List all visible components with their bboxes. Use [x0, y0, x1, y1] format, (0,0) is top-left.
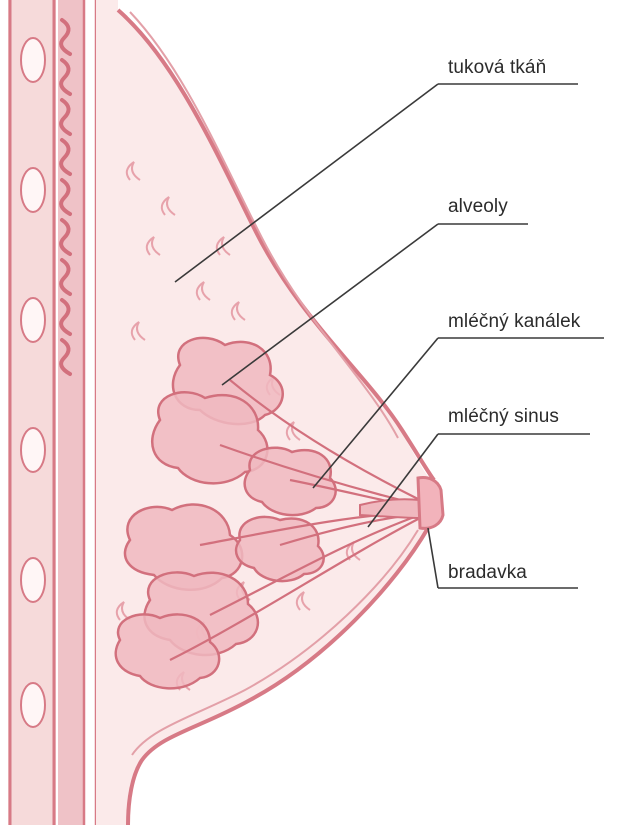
- label-alveoli: alveoly: [448, 196, 508, 218]
- leader-nipple: [428, 528, 438, 588]
- label-milk-duct: mléčný kanálek: [448, 311, 580, 333]
- rib-6: [21, 683, 45, 727]
- label-nipple: bradavka: [448, 562, 527, 584]
- milk-sinus-shape: [360, 499, 420, 518]
- rib-5: [21, 558, 45, 602]
- rib-3: [21, 298, 45, 342]
- label-fat-tissue: tuková tkáň: [448, 57, 546, 79]
- rib-2: [21, 168, 45, 212]
- rib-1: [21, 38, 45, 82]
- rib-4: [21, 428, 45, 472]
- nipple: [418, 478, 443, 529]
- label-milk-sinus: mléčný sinus: [448, 406, 559, 428]
